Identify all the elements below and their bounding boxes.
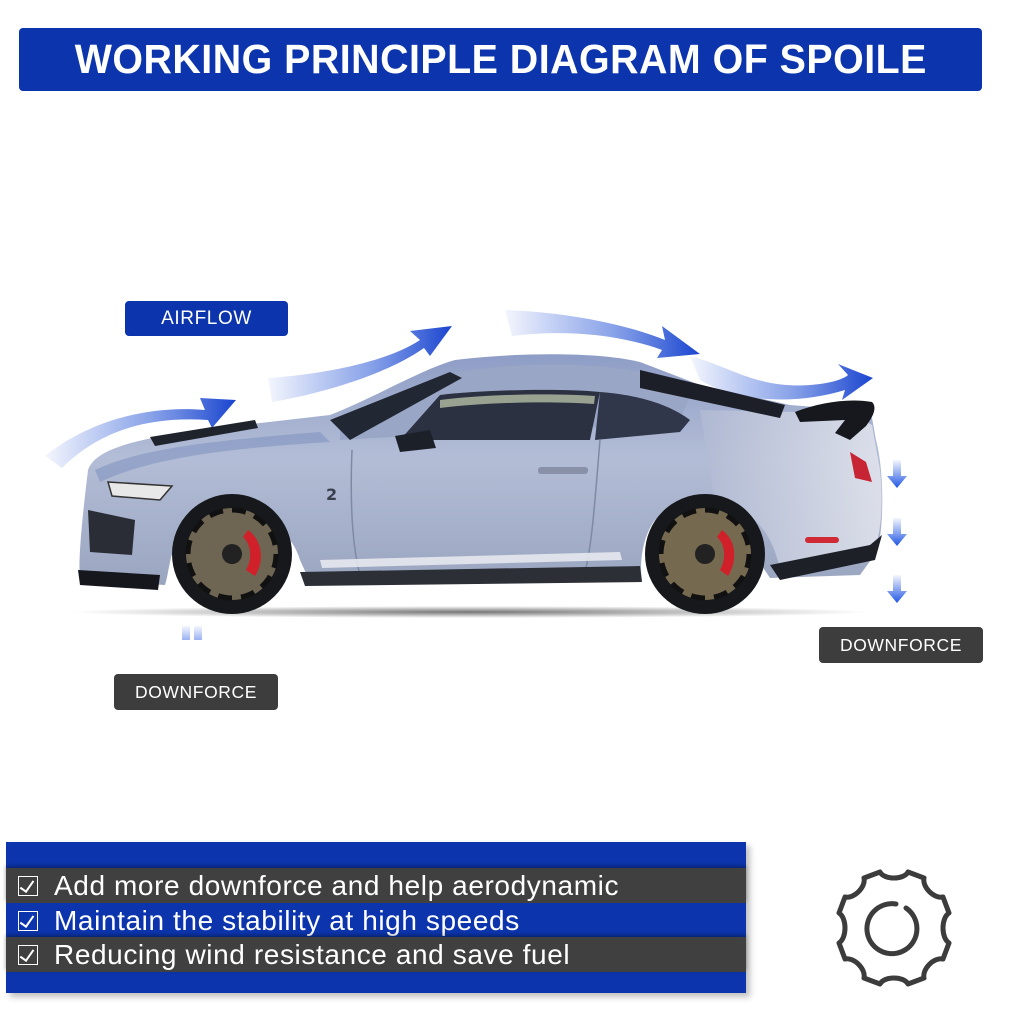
feature-list: Add more downforce and help aerodynamic … — [6, 842, 746, 993]
title-banner: WORKING PRINCIPLE DIAGRAM OF SPOILE — [19, 28, 982, 91]
feature-label: Add more downforce and help aerodynamic — [54, 869, 620, 901]
feature-item: Maintain the stability at high speeds — [6, 903, 746, 938]
page-title: WORKING PRINCIPLE DIAGRAM OF SPOILE — [74, 36, 927, 82]
ground-shadow — [70, 606, 870, 618]
airflow-label: AIRFLOW — [125, 301, 288, 336]
feature-label: Maintain the stability at high speeds — [54, 904, 520, 936]
downforce-arrows-right — [887, 460, 907, 603]
front-wheel — [172, 494, 292, 614]
downforce-arrows-left — [182, 626, 202, 640]
feature-item: Reducing wind resistance and save fuel — [6, 937, 746, 972]
checkbox-checked-icon — [18, 944, 38, 965]
rear-wheel — [645, 494, 765, 614]
checkbox-checked-icon — [18, 910, 38, 931]
feature-item: Add more downforce and help aerodynamic — [6, 868, 746, 903]
car-airflow-diagram: 2 — [45, 310, 907, 640]
airflow-arrows — [45, 310, 873, 468]
gear-icon — [836, 869, 952, 987]
checkbox-checked-icon — [18, 875, 38, 896]
feature-label: Reducing wind resistance and save fuel — [54, 938, 571, 970]
downforce-label-rear: DOWNFORCE — [819, 627, 983, 663]
downforce-label-front: DOWNFORCE — [114, 674, 278, 710]
svg-text:2: 2 — [326, 485, 337, 504]
